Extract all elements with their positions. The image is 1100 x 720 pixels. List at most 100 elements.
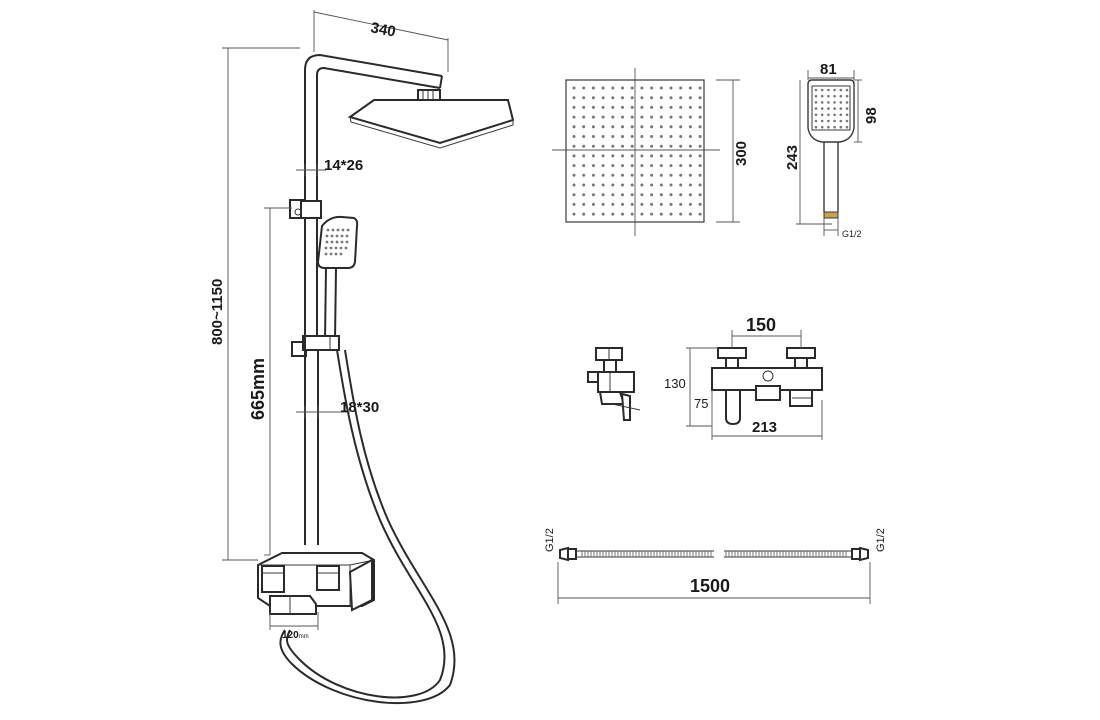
rain-nozzle	[688, 96, 692, 100]
rain-nozzle	[698, 212, 702, 216]
hand-nozzle	[820, 107, 824, 110]
rain-nozzle	[601, 115, 605, 119]
hand-shower-nozzle-grid	[814, 88, 849, 129]
rain-nozzle	[669, 164, 673, 168]
column-dimension-lines	[222, 10, 449, 630]
hand-nozzle	[820, 113, 824, 117]
rain-nozzle	[640, 202, 644, 206]
rain-nozzle	[650, 115, 654, 119]
hand-nozzle	[827, 119, 830, 123]
rain-nozzle	[688, 202, 692, 206]
rain-nozzle	[640, 135, 644, 138]
rain-nozzle	[582, 193, 586, 197]
rain-nozzle	[698, 202, 702, 206]
rain-nozzle	[601, 105, 605, 109]
rain-nozzle	[688, 105, 692, 109]
rain-nozzle	[698, 193, 702, 197]
rain-nozzle	[611, 115, 615, 119]
hand-nozzle	[845, 119, 849, 123]
rain-nozzle	[572, 173, 576, 177]
rain-nozzle	[601, 144, 605, 148]
hand-nozzle	[839, 94, 843, 98]
hand-nozzle	[839, 119, 843, 123]
hand-nozzle	[814, 101, 818, 104]
rain-nozzle	[679, 144, 683, 148]
hand-nozzle	[820, 119, 824, 123]
rain-nozzle	[640, 212, 644, 216]
rain-nozzle	[698, 183, 702, 187]
rain-nozzle	[659, 193, 663, 197]
rain-nozzle	[698, 115, 702, 119]
hand-nozzle	[827, 125, 830, 129]
spout-length-label: 120mm	[282, 630, 309, 641]
rain-nozzle	[611, 212, 615, 216]
rain-nozzle	[601, 202, 605, 206]
hand-nozzle	[820, 88, 824, 92]
hand-nozzle	[820, 125, 824, 129]
rain-nozzle	[572, 202, 576, 206]
hand-shower-length-label: 243	[784, 145, 801, 170]
rain-nozzle	[591, 144, 595, 148]
rain-nozzle	[650, 154, 654, 158]
hand-nozzle	[839, 125, 843, 129]
rain-nozzle	[679, 105, 683, 109]
rain-nozzle	[582, 212, 586, 216]
rain-nozzle	[640, 115, 644, 119]
rain-nozzle	[640, 183, 644, 187]
hand-nozzle	[833, 125, 836, 129]
rain-nozzle	[621, 164, 624, 168]
hand-nozzle	[814, 113, 818, 117]
rain-head-size-label: 300	[733, 141, 750, 166]
rain-nozzle	[650, 173, 654, 177]
rain-nozzle	[591, 115, 595, 119]
rain-nozzle	[630, 105, 634, 109]
hand-nozzle	[820, 94, 824, 98]
rain-nozzle	[669, 96, 673, 100]
rain-nozzle	[659, 154, 663, 158]
rain-nozzle	[621, 125, 624, 129]
rain-nozzle	[621, 105, 624, 109]
rain-nozzle	[621, 193, 624, 197]
rain-nozzle	[679, 96, 683, 100]
rain-head-top-view	[552, 68, 740, 236]
hand-nozzle	[845, 107, 849, 110]
rain-nozzle	[630, 193, 634, 197]
mixer-width-label: 213	[752, 419, 777, 436]
rain-nozzle	[640, 193, 644, 197]
rain-nozzle	[669, 105, 673, 109]
rain-nozzle	[572, 86, 576, 90]
rain-nozzle	[611, 164, 615, 168]
rain-nozzle	[688, 125, 692, 129]
rain-nozzle	[640, 86, 644, 90]
rain-nozzle	[659, 164, 663, 168]
rain-nozzle	[650, 202, 654, 206]
rain-nozzle	[611, 154, 615, 158]
mixer-centers-label: 150	[746, 315, 776, 335]
rain-nozzle	[591, 202, 595, 206]
rain-nozzle	[611, 105, 615, 109]
rain-nozzle	[591, 212, 595, 216]
rain-nozzle	[659, 135, 663, 138]
shower-column-assembly	[257, 53, 515, 704]
rain-nozzle	[630, 144, 634, 148]
rain-nozzle	[621, 183, 624, 187]
spout-length-unit: mm	[299, 634, 309, 640]
rain-nozzle	[669, 202, 673, 206]
hand-nozzle	[845, 101, 849, 104]
rain-nozzle	[679, 125, 683, 129]
rain-nozzle	[669, 193, 673, 197]
rain-head-nozzle-grid	[572, 86, 702, 216]
hand-nozzle	[833, 94, 836, 98]
hand-shower-head-length-label: 98	[863, 107, 880, 124]
rain-nozzle	[698, 105, 702, 109]
hand-nozzle	[833, 119, 836, 123]
rain-nozzle	[679, 193, 683, 197]
rain-nozzle	[688, 164, 692, 168]
rain-nozzle	[572, 164, 576, 168]
rain-nozzle	[611, 193, 615, 197]
rain-nozzle	[698, 144, 702, 148]
rain-nozzle	[688, 193, 692, 197]
rain-nozzle	[611, 96, 615, 100]
rain-nozzle	[630, 115, 634, 119]
